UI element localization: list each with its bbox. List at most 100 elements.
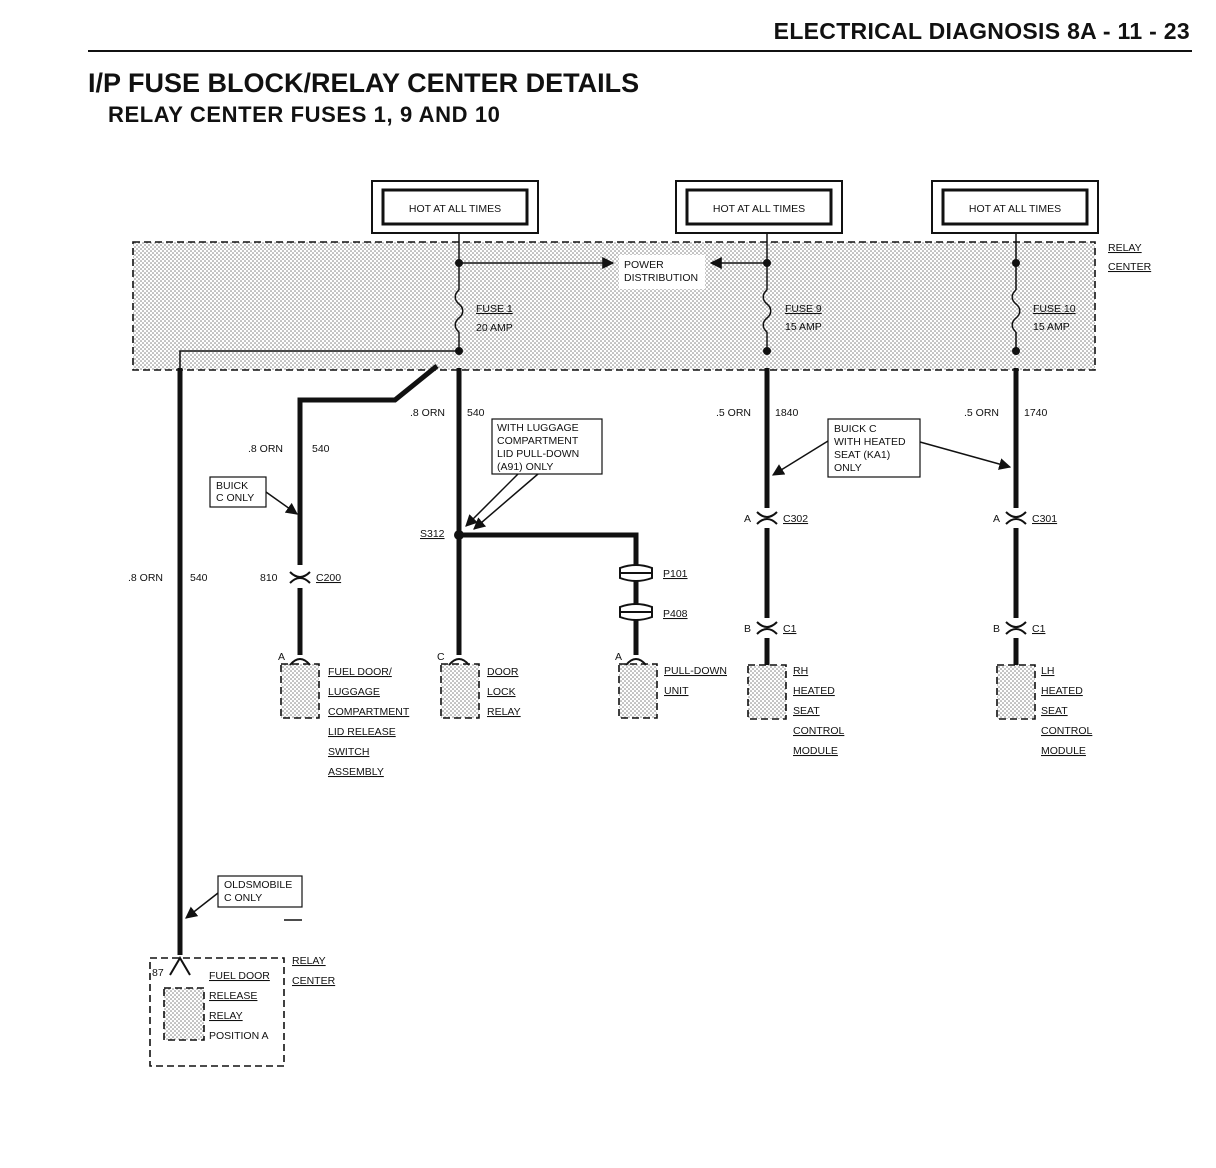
- svg-text:C301: C301: [1032, 513, 1057, 525]
- connector-c301: A C301: [993, 511, 1057, 525]
- svg-text:HEATED: HEATED: [793, 685, 835, 697]
- svg-text:CENTER: CENTER: [292, 975, 336, 987]
- svg-text:C200: C200: [316, 572, 341, 584]
- hot-box-2: HOT AT ALL TIMES: [675, 180, 843, 234]
- note-heated-seat: BUICK C WITH HEATED SEAT (KA1) ONLY: [771, 418, 1012, 478]
- fuse-name: FUSE 1: [476, 303, 513, 315]
- svg-text:C ONLY: C ONLY: [224, 892, 262, 904]
- svg-text:WITH HEATED: WITH HEATED: [834, 436, 906, 448]
- hot-label: HOT AT ALL TIMES: [969, 203, 1061, 215]
- fuse-rating: 20 AMP: [476, 322, 513, 334]
- power-distribution-label: POWER: [624, 259, 664, 271]
- svg-text:C ONLY: C ONLY: [216, 492, 254, 504]
- fuse-10: FUSE 10 15 AMP: [1011, 233, 1076, 355]
- fuse-1: FUSE 1 20 AMP: [454, 233, 513, 355]
- wire-gauge: .8 ORN: [248, 443, 283, 455]
- svg-text:BUICK C: BUICK C: [834, 423, 877, 435]
- section-header: ELECTRICAL DIAGNOSIS 8A - 11 - 23: [773, 18, 1190, 44]
- wire-pull-down: [459, 532, 639, 566]
- wire-gauge: .5 ORN: [964, 407, 999, 419]
- svg-text:FUEL DOOR/: FUEL DOOR/: [328, 666, 392, 678]
- svg-text:810: 810: [260, 572, 278, 584]
- svg-text:MODULE: MODULE: [1041, 745, 1086, 757]
- svg-text:COMPARTMENT: COMPARTMENT: [497, 435, 579, 447]
- connector-c302: A C302: [744, 511, 808, 525]
- svg-text:C1: C1: [783, 623, 797, 635]
- svg-text:LID PULL-DOWN: LID PULL-DOWN: [497, 448, 579, 460]
- svg-text:CONTROL: CONTROL: [793, 725, 844, 737]
- fuse-name: FUSE 9: [785, 303, 822, 315]
- wire-circuit: 1740: [1024, 407, 1048, 419]
- hot-box-1: HOT AT ALL TIMES: [371, 180, 539, 234]
- wire-gauge: .8 ORN: [410, 407, 445, 419]
- wire-gauge: .8 ORN: [128, 572, 163, 584]
- wire-gauge: .5 ORN: [716, 407, 751, 419]
- page-subtitle: RELAY CENTER FUSES 1, 9 AND 10: [108, 102, 501, 127]
- relay-center-branch: [179, 350, 459, 368]
- svg-text:ASSEMBLY: ASSEMBLY: [328, 766, 384, 778]
- component-lh-seat-module: LH HEATED SEAT CONTROL MODULE: [996, 664, 1092, 757]
- fuse-name: FUSE 10: [1033, 303, 1076, 315]
- connector-c1-lh: B C1: [993, 621, 1046, 635]
- connector-p101: P101: [619, 564, 688, 582]
- svg-text:B: B: [744, 623, 751, 635]
- svg-text:WITH LUGGAGE: WITH LUGGAGE: [497, 422, 579, 434]
- component-door-lock-relay: C DOOR LOCK RELAY: [437, 651, 521, 719]
- wire-circuit: 540: [312, 443, 330, 455]
- svg-text:A: A: [615, 651, 622, 663]
- svg-text:ONLY: ONLY: [834, 462, 862, 474]
- svg-text:FUEL DOOR: FUEL DOOR: [209, 970, 270, 982]
- relay-center-label: RELAY: [1108, 242, 1142, 254]
- svg-text:RH: RH: [793, 665, 808, 677]
- svg-text:B: B: [993, 623, 1000, 635]
- hot-label: HOT AT ALL TIMES: [713, 203, 805, 215]
- svg-text:LUGGAGE: LUGGAGE: [328, 686, 380, 698]
- svg-text:87: 87: [152, 967, 164, 979]
- power-distribution-box: [619, 255, 705, 289]
- connector-p408: P408: [619, 603, 688, 621]
- component-fuel-door-switch: A FUEL DOOR/ LUGGAGE COMPARTMENT LID REL…: [278, 651, 410, 778]
- svg-text:A: A: [744, 513, 751, 525]
- svg-text:SEAT (KA1): SEAT (KA1): [834, 449, 890, 461]
- hot-label: HOT AT ALL TIMES: [409, 203, 501, 215]
- svg-text:LOCK: LOCK: [487, 686, 516, 698]
- svg-text:RELAY: RELAY: [292, 955, 326, 967]
- fuse-rating: 15 AMP: [1033, 321, 1070, 333]
- connector-c200: 810 C200: [260, 571, 341, 584]
- svg-text:POSITION A: POSITION A: [209, 1030, 269, 1042]
- wire-circuit: 1840: [775, 407, 799, 419]
- svg-text:DOOR: DOOR: [487, 666, 519, 678]
- svg-text:SEAT: SEAT: [793, 705, 820, 717]
- svg-text:CONTROL: CONTROL: [1041, 725, 1092, 737]
- component-fuel-door-release-relay: 87 FUEL DOOR RELEASE RELAY POSITION A RE…: [149, 955, 336, 1067]
- splice-s312: [454, 530, 464, 540]
- wire-circuit: 540: [467, 407, 485, 419]
- svg-text:COMPARTMENT: COMPARTMENT: [328, 706, 410, 718]
- fuse-rating: 15 AMP: [785, 321, 822, 333]
- wire-fuel-door: [297, 364, 439, 565]
- svg-text:PULL-DOWN: PULL-DOWN: [664, 665, 727, 677]
- relay-center-label: CENTER: [1108, 261, 1152, 273]
- note-buick-c-only: BUICK C ONLY: [209, 476, 298, 515]
- hot-box-3: HOT AT ALL TIMES: [931, 180, 1099, 234]
- svg-text:LID RELEASE: LID RELEASE: [328, 726, 396, 738]
- svg-text:SEAT: SEAT: [1041, 705, 1068, 717]
- svg-text:UNIT: UNIT: [664, 685, 689, 697]
- svg-text:SWITCH: SWITCH: [328, 746, 369, 758]
- svg-text:RELEASE: RELEASE: [209, 990, 257, 1002]
- svg-text:P408: P408: [663, 608, 688, 620]
- page-title: I/P FUSE BLOCK/RELAY CENTER DETAILS: [88, 68, 640, 98]
- svg-text:P101: P101: [663, 568, 688, 580]
- svg-text:OLDSMOBILE: OLDSMOBILE: [224, 879, 292, 891]
- svg-text:A: A: [278, 651, 285, 663]
- svg-text:C: C: [437, 651, 445, 663]
- note-oldsmobile: OLDSMOBILE C ONLY: [185, 875, 303, 921]
- power-distribution-label: DISTRIBUTION: [624, 272, 698, 284]
- component-rh-seat-module: RH HEATED SEAT CONTROL MODULE: [747, 664, 844, 757]
- svg-text:MODULE: MODULE: [793, 745, 838, 757]
- note-luggage: WITH LUGGAGE COMPARTMENT LID PULL-DOWN (…: [465, 418, 603, 530]
- svg-text:BUICK: BUICK: [216, 480, 248, 492]
- svg-text:RELAY: RELAY: [487, 706, 521, 718]
- fuse-9: FUSE 9 15 AMP: [762, 233, 822, 355]
